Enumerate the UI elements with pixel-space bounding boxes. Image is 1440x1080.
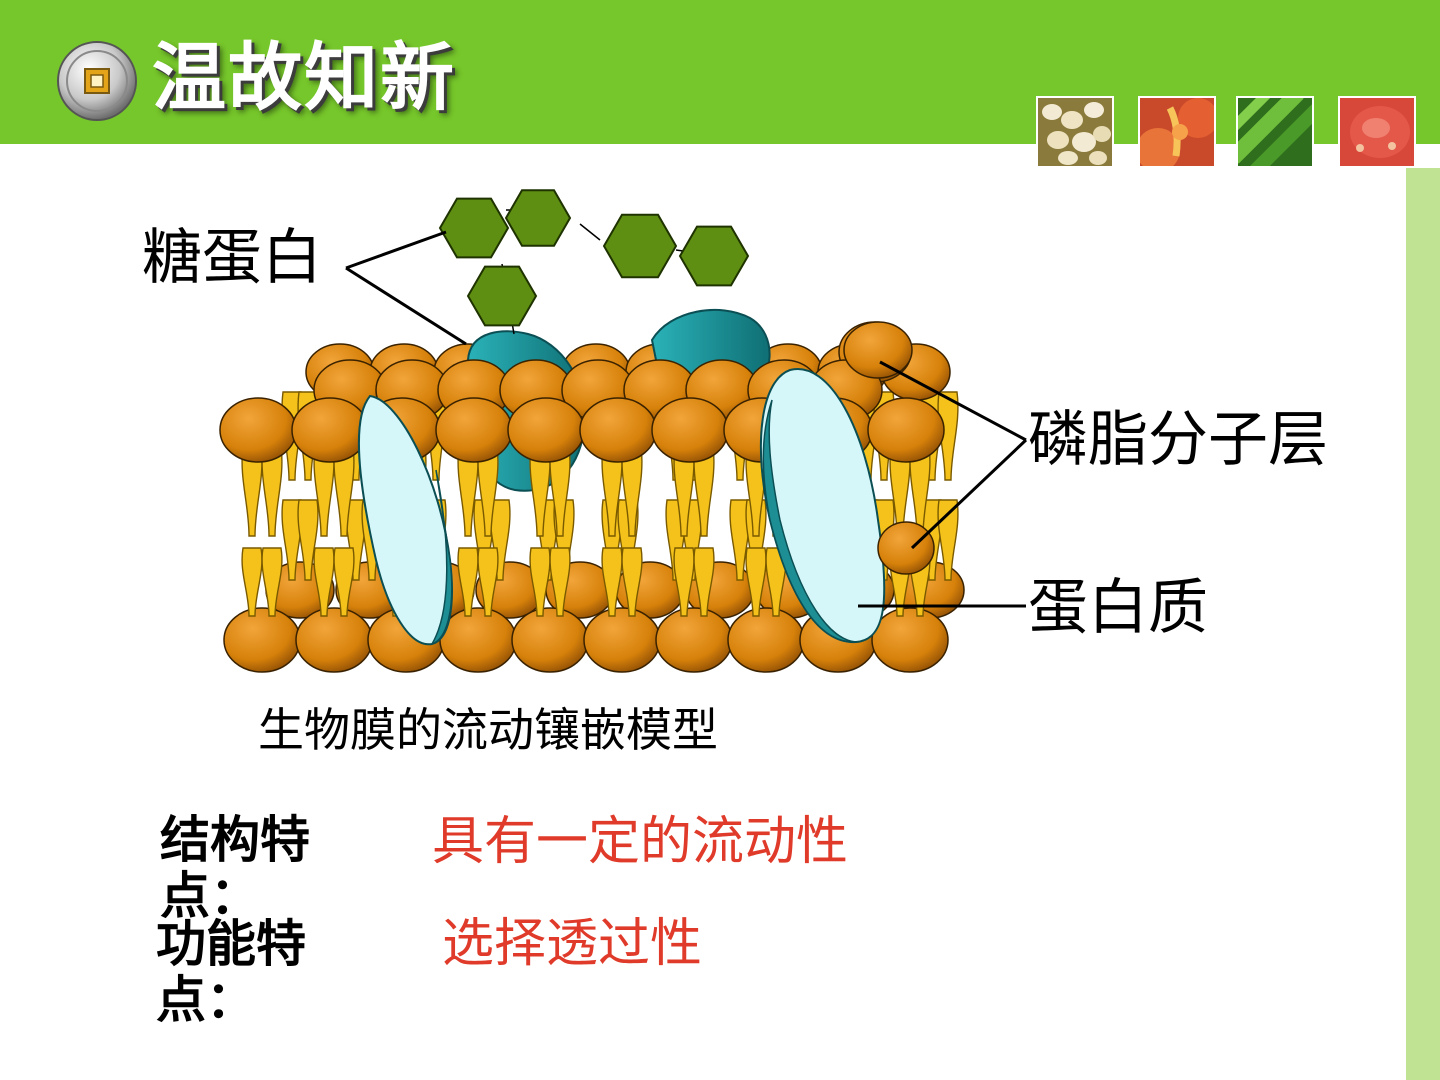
lipid-head <box>295 607 373 673</box>
lipid-head <box>871 607 949 673</box>
sugar-hexagon <box>602 213 678 279</box>
lipid-tail <box>333 547 355 617</box>
lipid-head <box>583 607 661 673</box>
lipid-head <box>507 397 585 463</box>
lipid-tail <box>261 547 283 617</box>
sugar-bond <box>579 223 601 241</box>
phospholipid-pointer <box>879 360 1027 442</box>
phospholipid-layer-label: 磷脂分子层 <box>1028 405 1328 475</box>
lipid-head <box>843 321 913 379</box>
lipid-head <box>291 397 369 463</box>
lipid-tail <box>549 445 571 537</box>
structure-feature-label: 结构特点： <box>160 810 310 925</box>
function-feature-value: 选择透过性 <box>442 914 703 974</box>
integral-protein-edge <box>762 399 857 643</box>
integral-protein-edge <box>430 469 453 646</box>
structure-feature-value: 具有一定的流动性 <box>432 812 849 872</box>
lipid-head <box>651 397 729 463</box>
function-feature-label: 功能特点： <box>156 914 306 1029</box>
seeds-thumbnail <box>1036 96 1114 168</box>
sugar-hexagon <box>678 225 750 287</box>
lipid-head <box>727 607 805 673</box>
citrus-thumbnail <box>1138 96 1216 168</box>
diagram-caption: 生物膜的流动镶嵌模型 <box>258 703 718 757</box>
lipid-tail <box>693 445 715 537</box>
lipid-head <box>867 397 945 463</box>
lipid-head <box>579 397 657 463</box>
phospholipid-pointer <box>910 438 1028 550</box>
green-stems-thumbnail <box>1236 96 1314 168</box>
sugar-hexagon <box>504 189 572 247</box>
lipid-tail <box>621 445 643 537</box>
lipid-head <box>435 397 513 463</box>
lipid-head <box>439 607 517 673</box>
lipid-tail <box>549 547 571 617</box>
protein-label: 蛋白质 <box>1028 573 1208 643</box>
glycoprotein-pointer <box>345 266 467 346</box>
lipid-tail <box>477 547 499 617</box>
glycoprotein-pointer <box>345 230 447 270</box>
lipid-head <box>511 607 589 673</box>
lipid-tail <box>297 499 319 581</box>
side-strip <box>1406 168 1440 1080</box>
lipid-tail <box>261 445 283 537</box>
sugar-hexagon <box>438 197 510 259</box>
sugar-hexagon <box>466 265 538 327</box>
lipid-head <box>877 521 935 575</box>
lipid-tail <box>477 445 499 537</box>
glycoprotein-label: 糖蛋白 <box>142 223 322 293</box>
tomato-thumbnail <box>1338 96 1416 168</box>
title-badge-icon <box>57 41 137 121</box>
page-title: 温故知新 <box>152 35 456 121</box>
lipid-head <box>219 397 297 463</box>
lipid-head <box>223 607 301 673</box>
lipid-tail <box>621 547 643 617</box>
lipid-tail <box>693 547 715 617</box>
lipid-head <box>655 607 733 673</box>
lipid-tail <box>241 547 263 617</box>
lipid-tail <box>333 445 355 537</box>
